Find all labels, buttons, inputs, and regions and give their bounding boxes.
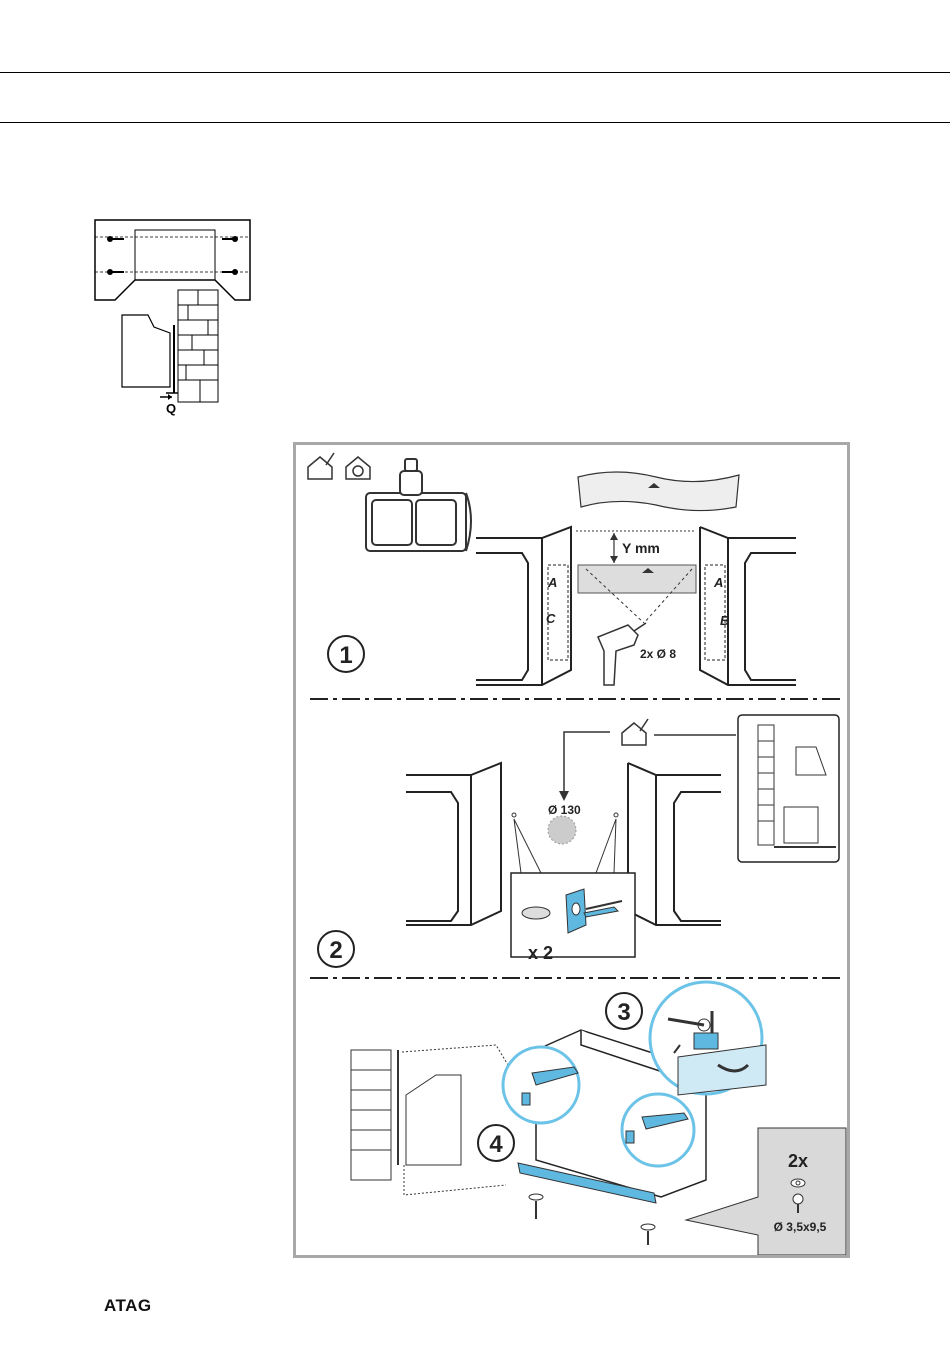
label-side-a-right: A: [713, 575, 723, 590]
instruction-panel: A C A B Y mm 2x Ø 8 1 Ø 130: [293, 442, 850, 1258]
label-screw-size: Ø 3,5x9,5: [774, 1220, 827, 1234]
house-icon: [308, 453, 334, 479]
brand-logo: ATAG: [104, 1296, 152, 1316]
label-drill: 2x Ø 8: [640, 647, 676, 661]
label-side-b: B: [720, 613, 729, 628]
drill-icon: [598, 623, 646, 685]
house-icon: [622, 719, 648, 745]
brick-wall: [178, 290, 218, 402]
washer-icon: [791, 1179, 805, 1187]
label-multiplier: x 2: [528, 943, 553, 963]
side-wall-step4: [351, 1050, 461, 1180]
left-wall-cabinet: [476, 527, 571, 685]
screw-callout-box: [686, 1128, 846, 1255]
right-wall-cabinet: [700, 527, 796, 685]
bracket-circle-right: [622, 1094, 694, 1166]
header-rule-top: [0, 72, 950, 73]
step-3-number: 3: [617, 999, 630, 1026]
wall-cabinet-with-bottle: [366, 459, 471, 551]
side-view-detail-box: [738, 715, 839, 862]
bracket-circle-left: [503, 1047, 579, 1123]
installation-clearance-figure: Q: [80, 215, 260, 420]
mounting-template: [578, 472, 739, 511]
label-side-c: C: [546, 611, 556, 626]
step-4-number: 4: [489, 1131, 503, 1158]
label-side-a-left: A: [547, 575, 557, 590]
left-cabinet-step2: [406, 763, 501, 925]
right-cabinet-step2: [628, 763, 721, 925]
label-duct-diameter: Ø 130: [548, 803, 581, 817]
screw-icon: [529, 1194, 655, 1245]
label-q: Q: [166, 401, 176, 416]
header-rule-bottom: [0, 122, 950, 123]
recirculation-icon: [346, 457, 370, 479]
screw-icon: [107, 236, 238, 275]
duct-opening: [548, 816, 576, 844]
label-y-mm: Y mm: [622, 540, 660, 556]
step-2-number: 2: [329, 937, 342, 964]
label-screw-count: 2x: [788, 1151, 808, 1171]
step-1-number: 1: [339, 642, 352, 669]
template-on-wall: [578, 565, 696, 593]
